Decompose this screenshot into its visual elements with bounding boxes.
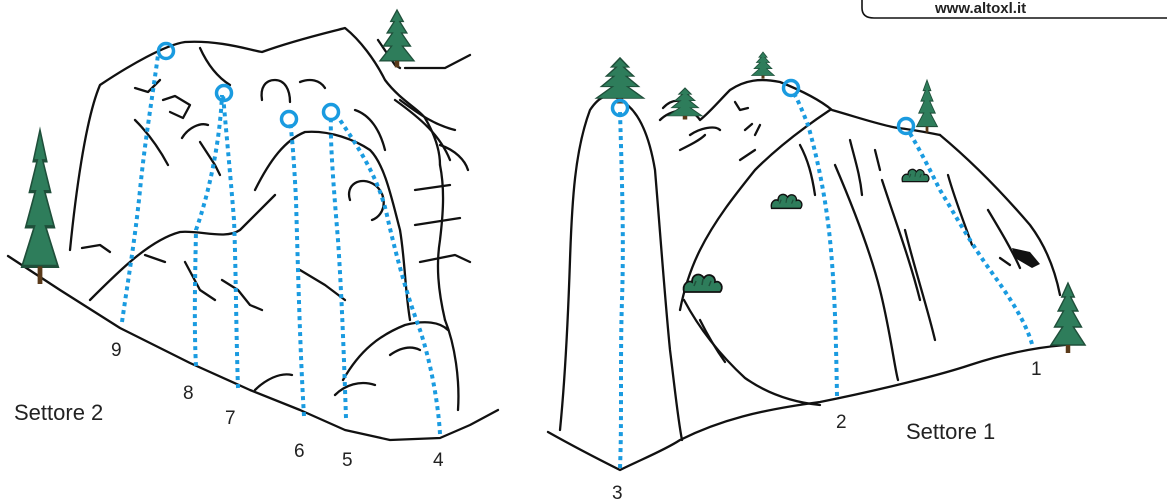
settore-1-rock — [546, 78, 1067, 472]
route-label-1: 1 — [1031, 359, 1042, 380]
settore-2-rock — [6, 26, 500, 442]
anchor-ring-icon — [896, 116, 916, 136]
pine-tree-icon — [751, 51, 775, 80]
watermark-box: www.altoxl.it — [861, 0, 1167, 19]
anchor-ring-icon — [610, 98, 630, 118]
route-line-8 — [192, 94, 224, 367]
route-label-8: 8 — [183, 383, 194, 404]
route-label-5: 5 — [342, 450, 353, 471]
anchor-ring-icon — [781, 78, 801, 98]
rock-block — [1012, 248, 1040, 268]
pine-tree-icon — [915, 79, 939, 134]
route-line-6 — [288, 121, 306, 417]
pine-tree-icon — [1050, 282, 1086, 354]
bush-icon — [770, 193, 803, 210]
route-line-1 — [906, 128, 1034, 345]
watermark-text: www.altoxl.it — [934, 0, 1026, 17]
route-line-3 — [618, 111, 625, 469]
anchors-layer — [156, 41, 916, 136]
route-line-5 — [328, 114, 348, 419]
anchor-ring-icon — [156, 41, 176, 61]
route-label-2: 2 — [836, 412, 847, 433]
route-line-7 — [221, 94, 240, 389]
pine-tree-icon — [379, 9, 415, 69]
pine-tree-icon — [667, 87, 703, 121]
pine-tree-icon — [20, 128, 60, 286]
anchor-ring-icon — [214, 83, 234, 103]
route-line-4 — [338, 118, 442, 435]
anchor-ring-icon — [321, 102, 341, 122]
sector-label-settore-2: Settore 2 — [14, 400, 103, 425]
route-labels: 9 8 7 6 5 4 3 2 1 — [111, 340, 1042, 504]
route-label-4: 4 — [433, 450, 444, 471]
pine-tree-icon — [595, 57, 645, 105]
bush-icon — [901, 168, 930, 183]
routes-layer — [120, 54, 1034, 469]
route-line-9 — [120, 54, 160, 323]
anchor-ring-icon — [279, 109, 299, 129]
route-label-9: 9 — [111, 340, 122, 361]
route-label-6: 6 — [294, 441, 305, 462]
route-label-7: 7 — [225, 408, 236, 429]
route-label-3: 3 — [612, 483, 623, 504]
route-line-2 — [791, 90, 839, 397]
sector-label-settore-1: Settore 1 — [906, 419, 995, 444]
